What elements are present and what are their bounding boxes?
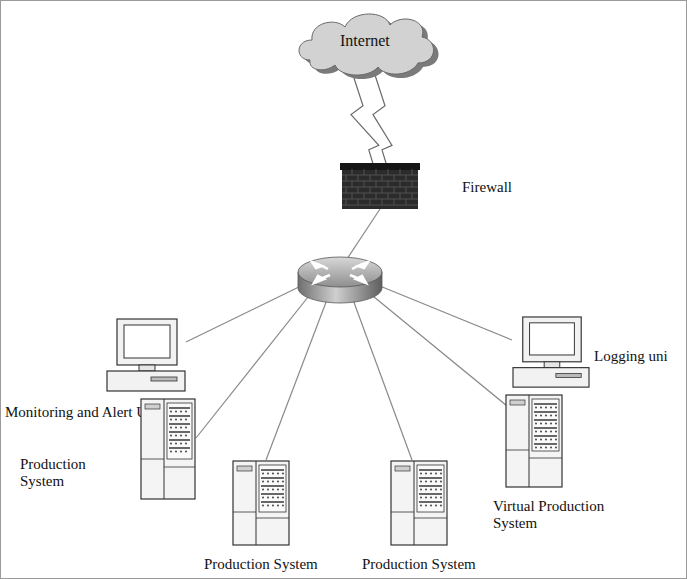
router-symbol	[298, 257, 382, 303]
server-node: Production System	[390, 460, 448, 546]
server-icon	[140, 398, 196, 500]
node-label: Virtual Production System	[493, 498, 643, 532]
node-label: Production System	[362, 556, 476, 573]
node-label: Logging uni	[594, 348, 668, 365]
computer-node: Logging uni	[510, 316, 592, 392]
server-node: Virtual Production System	[505, 394, 563, 488]
server-node: Production System	[140, 398, 196, 500]
computer-node: Monitoring and Alert Unit	[105, 318, 187, 396]
node-label: Monitoring and Alert Unit	[5, 404, 163, 421]
node-label: Production System	[20, 456, 120, 490]
firewall-icon	[340, 163, 420, 209]
cloud-node: Internet	[290, 5, 440, 81]
server-node: Production System	[232, 460, 290, 546]
node-label: Production System	[204, 556, 318, 573]
node-label: Firewall	[462, 179, 512, 196]
server-icon	[232, 460, 290, 546]
lightning-link	[351, 75, 392, 163]
pc-icon	[510, 316, 592, 392]
server-icon	[390, 460, 448, 546]
firewall-node: Firewall	[340, 163, 420, 209]
pc-icon	[105, 318, 187, 396]
node-label: Internet	[340, 32, 390, 49]
server-icon	[505, 394, 563, 488]
wire-lines	[186, 209, 512, 460]
